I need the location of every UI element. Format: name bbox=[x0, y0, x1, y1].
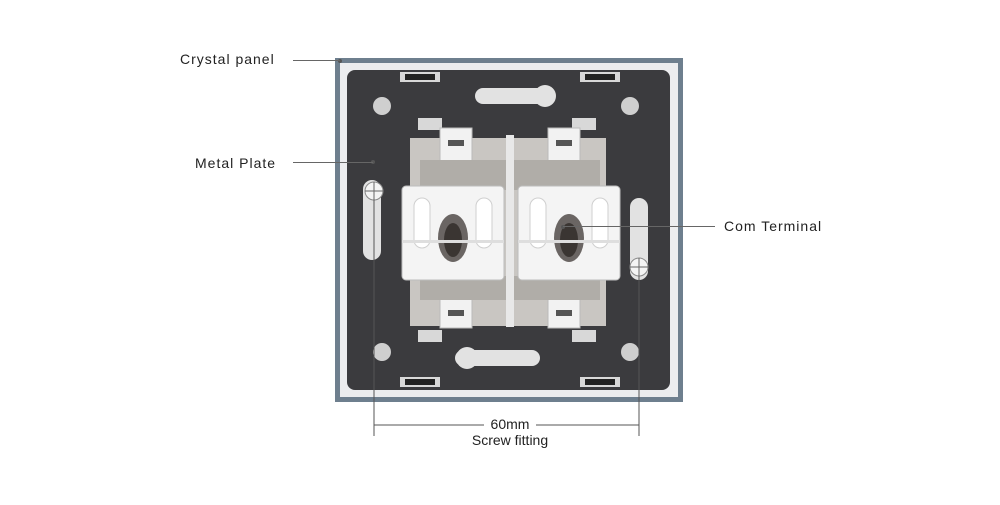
connector-module-right bbox=[517, 185, 621, 281]
metal-plate-label: Metal Plate bbox=[195, 155, 277, 171]
com-terminal-leader bbox=[563, 226, 715, 227]
com-terminal-label: Com Terminal bbox=[724, 218, 823, 234]
metal-plate-leader bbox=[293, 162, 373, 163]
dimension-caption: Screw fitting bbox=[471, 432, 549, 448]
crystal-panel-leader bbox=[293, 60, 340, 61]
connector-module-left bbox=[401, 185, 505, 281]
dimension-value: 60mm bbox=[490, 416, 530, 432]
crystal-panel-label: Crystal panel bbox=[180, 51, 275, 67]
